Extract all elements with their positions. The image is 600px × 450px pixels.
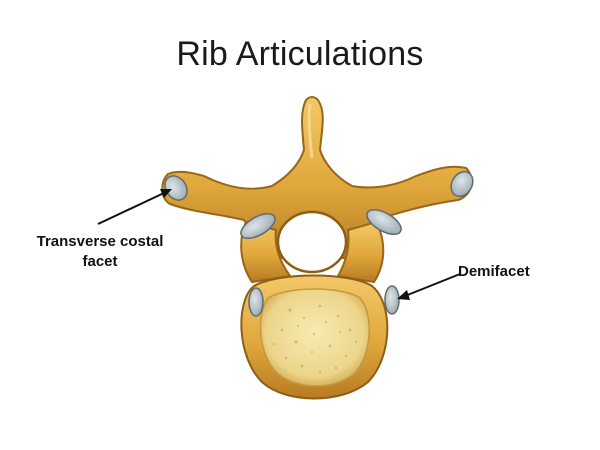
cancellous-texture <box>272 304 358 374</box>
slide-title: Rib Articulations <box>176 35 424 73</box>
right-superior-articular-facet <box>366 208 402 236</box>
transverse-costal-facet-label-line1: Transverse costal <box>36 233 164 250</box>
left-transverse-costal-facet <box>164 175 188 201</box>
vertebral-body-surface <box>259 288 370 387</box>
left-superior-articular-facet <box>240 212 276 240</box>
right-demifacet <box>384 285 400 315</box>
demifacet-arrow <box>397 273 461 300</box>
transverse-costal-facet-label: Transverse costal facet <box>14 232 186 272</box>
demifacet-label: Demifacet <box>458 263 530 280</box>
left-demifacet <box>248 287 264 317</box>
spinous-process-highlight <box>307 103 314 159</box>
vertebral-foramen <box>276 210 348 274</box>
right-transverse-costal-facet <box>450 170 474 198</box>
transverse-costal-facet-label-line2: facet <box>82 253 118 270</box>
transverse-costal-facet-arrow <box>97 189 172 225</box>
